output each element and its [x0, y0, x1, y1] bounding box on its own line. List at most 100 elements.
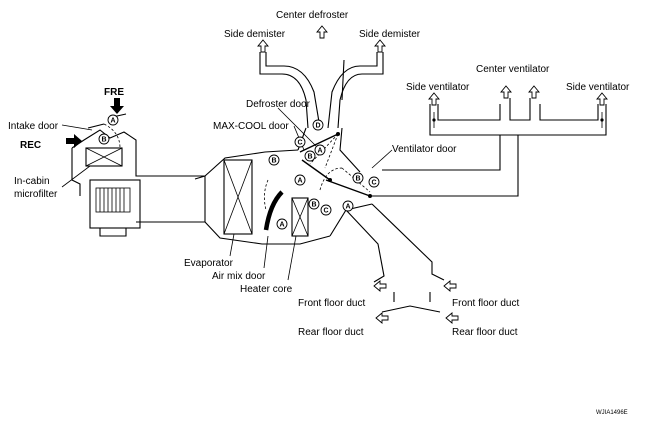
- rear-floor-right-arrow-icon: [445, 312, 459, 324]
- svg-text:A: A: [345, 204, 350, 211]
- side-demister-right-arrow-icon: [374, 39, 386, 53]
- center-defroster-duct: [341, 59, 345, 101]
- svg-text:B: B: [307, 154, 312, 161]
- heater-core-leader: [287, 235, 297, 281]
- intake-unit: [66, 98, 205, 237]
- side-demister-left-label: Side demister: [224, 29, 286, 40]
- svg-text:C: C: [371, 180, 376, 187]
- floor-duct-left-wall: [345, 209, 385, 283]
- side-demister-left-arrow-icon: [257, 39, 269, 53]
- badge-maxcool-b: B: [268, 154, 280, 166]
- left-demister-duct: [259, 52, 309, 129]
- housing-bottom-edge: [204, 221, 331, 245]
- svg-text:B: B: [311, 202, 316, 209]
- right-demister-duct: [337, 52, 384, 129]
- rear-floor-duct-split: [381, 305, 441, 313]
- heater-core-box: [291, 197, 309, 237]
- right-demister-duct-inner: [327, 52, 378, 129]
- front-floor-right-arrow-icon: [443, 280, 457, 292]
- evaporator-cross: [223, 159, 253, 235]
- max-cool-door-label: MAX-COOL door: [213, 121, 289, 132]
- left-demister-duct-inner: [265, 52, 321, 129]
- svg-text:A: A: [297, 178, 302, 185]
- ventilator-door-leader: [371, 149, 393, 169]
- ventilator-inner-right: [539, 104, 599, 121]
- ventilator-inner-left: [437, 104, 501, 121]
- fre-arrow-icon: [110, 98, 124, 114]
- air-mix-door-shape: [263, 190, 284, 231]
- max-cool-door-plate: [301, 159, 331, 181]
- center-ventilator-left-arrow-icon: [500, 85, 512, 99]
- housing-upper-outlet: [297, 127, 361, 173]
- floor-duct-right-wall: [371, 203, 445, 281]
- left-side-ventilator-pivot: [432, 118, 436, 122]
- badge-vent-a: A: [342, 200, 354, 212]
- in-cabin-label: In-cabin: [14, 176, 50, 187]
- ventilator-manifold: [370, 85, 608, 197]
- main-housing: [194, 127, 373, 245]
- blower-fan-blades: [99, 188, 125, 212]
- housing-entry: [194, 175, 206, 222]
- reference-code: WJIA1496E: [596, 410, 628, 416]
- floor-ducts: [345, 203, 459, 324]
- side-ventilator-right-label: Side ventilator: [566, 82, 630, 93]
- side-ventilator-right-arrow-icon: [596, 92, 608, 106]
- defroster-door-pivot: [336, 132, 340, 136]
- intake-door-leader: [61, 124, 93, 131]
- badge-vent-c: C: [368, 176, 380, 188]
- center-ventilator-duct: [509, 98, 531, 121]
- defroster-door-leader: [277, 107, 321, 151]
- center-ventilator-label: Center ventilator: [476, 64, 550, 75]
- microfilter-cross: [85, 147, 123, 167]
- ventilator-riser-lower: [370, 135, 519, 197]
- center-ventilator-right-arrow-icon: [528, 85, 540, 99]
- air-mix-door-leader: [263, 235, 269, 269]
- front-floor-duct-right-label: Front floor duct: [452, 298, 519, 309]
- svg-text:A: A: [317, 148, 322, 155]
- svg-text:C: C: [323, 208, 328, 215]
- rear-floor-duct-right-label: Rear floor duct: [452, 327, 518, 338]
- microfilter-label: microfilter: [14, 189, 58, 200]
- evaporator-label: Evaporator: [184, 258, 234, 269]
- badge-airmix-a: A: [276, 218, 288, 230]
- front-floor-left-arrow-icon: [373, 280, 387, 292]
- svg-text:A: A: [110, 118, 115, 125]
- side-ventilator-left-arrow-icon: [428, 92, 440, 106]
- svg-text:B: B: [101, 137, 106, 144]
- heater-core-cross: [291, 197, 309, 237]
- center-defroster-arrow-icon: [316, 25, 328, 39]
- microfilter-leader: [61, 165, 91, 188]
- defroster-door-plate: [299, 133, 339, 153]
- intake-door-swing: [103, 123, 121, 149]
- badge-defroster-b: B: [304, 150, 316, 162]
- badge-defroster-c: C: [294, 136, 306, 148]
- microfilter-box: [85, 147, 123, 167]
- badge-mix-c: C: [320, 204, 332, 216]
- front-floor-duct-left-label: Front floor duct: [298, 298, 365, 309]
- air-mix-door-label: Air mix door: [212, 271, 266, 282]
- svg-text:A: A: [279, 222, 284, 229]
- center-defroster-label: Center defroster: [276, 10, 349, 21]
- ventilator-door-pivot: [368, 194, 372, 198]
- defroster-ducts: [257, 25, 386, 129]
- rear-floor-duct-left-label: Rear floor duct: [298, 327, 364, 338]
- evaporator-leader: [229, 233, 235, 257]
- evaporator-core: [223, 159, 253, 235]
- intake-door-label: Intake door: [8, 121, 59, 132]
- ventilator-riser-upper: [382, 135, 501, 171]
- intake-housing-top: [71, 129, 137, 196]
- rear-floor-left-arrow-icon: [375, 312, 389, 324]
- side-demister-right-label: Side demister: [359, 29, 421, 40]
- badge-vent-b: B: [352, 172, 364, 184]
- svg-text:D: D: [315, 123, 320, 130]
- badge-defroster-d: D: [312, 119, 324, 131]
- badge-defroster-a: A: [314, 144, 326, 156]
- housing-top-edge: [204, 149, 299, 177]
- intake-connector: [135, 148, 205, 223]
- fre-label: FRE: [104, 87, 124, 98]
- max-cool-door-pivot: [328, 178, 332, 182]
- ventilator-door-plate: [325, 179, 371, 197]
- blower-housing: [89, 179, 141, 229]
- badge-maxcool-a: A: [294, 174, 306, 186]
